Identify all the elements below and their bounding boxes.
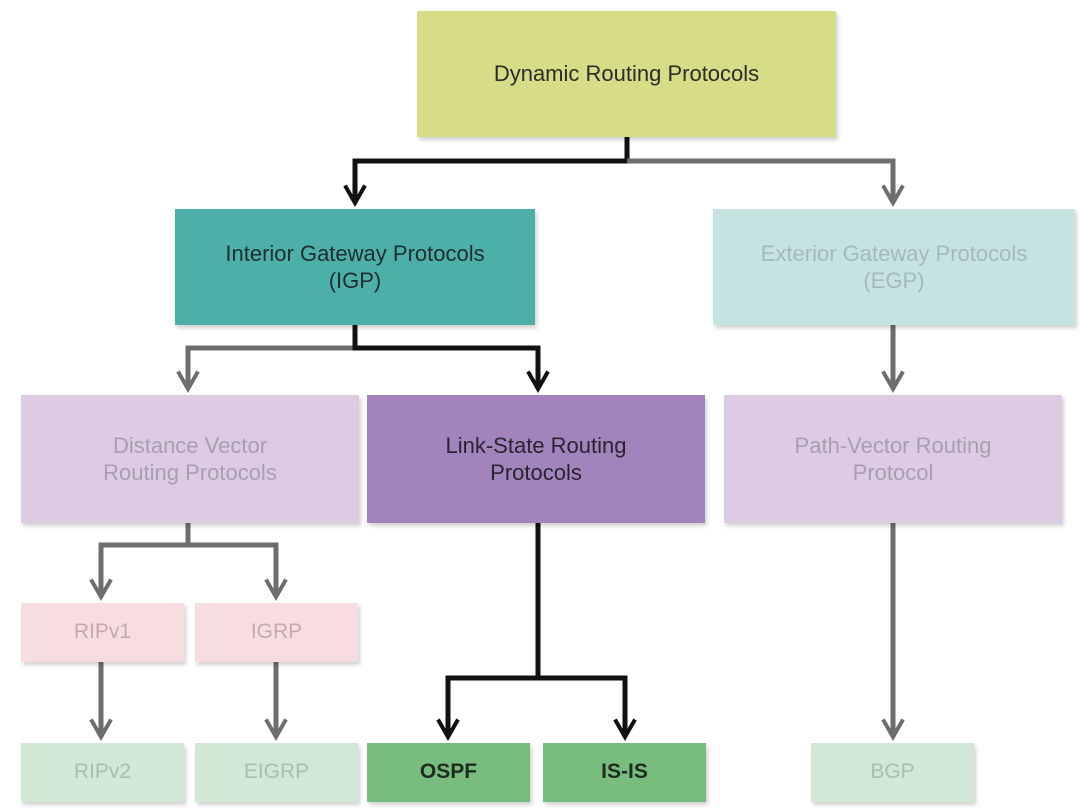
node-dynamic-routing-protocols: Dynamic Routing Protocols [417,11,836,137]
edge-link-state-to-ospf [436,523,541,742]
edge-igp-to-distance-vector [176,345,355,394]
node-label: OSPF [419,760,478,784]
node-interior-gateway-protocols: Interior Gateway Protocols (IGP) [175,209,535,325]
node-exterior-gateway-protocols: Exterior Gateway Protocols (EGP) [713,209,1075,325]
node-path-vector-routing-protocol: Path-Vector Routing Protocol [724,395,1062,523]
node-ripv2: RIPv2 [21,743,184,802]
node-ripv1: RIPv1 [21,603,184,662]
node-link-state-routing-protocols: Link-State Routing Protocols [367,395,705,523]
node-label: Interior Gateway Protocols (IGP) [225,240,485,294]
node-label: BGP [870,760,915,784]
node-is-is: IS-IS [543,743,706,802]
node-label: Link-State Routing Protocols [445,432,627,486]
node-label: RIPv1 [73,620,132,644]
node-label: Distance Vector Routing Protocols [103,432,277,486]
node-distance-vector-routing-protocols: Distance Vector Routing Protocols [21,395,359,523]
node-ospf: OSPF [367,743,530,802]
node-label: Exterior Gateway Protocols (EGP) [760,240,1028,294]
node-label: Dynamic Routing Protocols [493,61,760,87]
edge-dynamic-to-igp [343,137,630,208]
node-igrp: IGRP [195,603,358,662]
edge-dynamic-to-egp [627,158,905,208]
node-label: RIPv2 [73,760,132,784]
edge-igp-to-link-state [352,325,550,394]
edge-link-state-to-isis [538,675,637,742]
node-label: Path-Vector Routing Protocol [794,432,992,486]
edge-distance-vector-to-igrp [188,542,288,602]
node-label: IS-IS [601,760,648,784]
node-label: IGRP [250,620,303,644]
node-bgp: BGP [811,743,974,802]
node-eigrp: EIGRP [195,743,358,802]
node-label: EIGRP [243,760,310,784]
edge-distance-vector-to-ripv1 [89,523,191,602]
